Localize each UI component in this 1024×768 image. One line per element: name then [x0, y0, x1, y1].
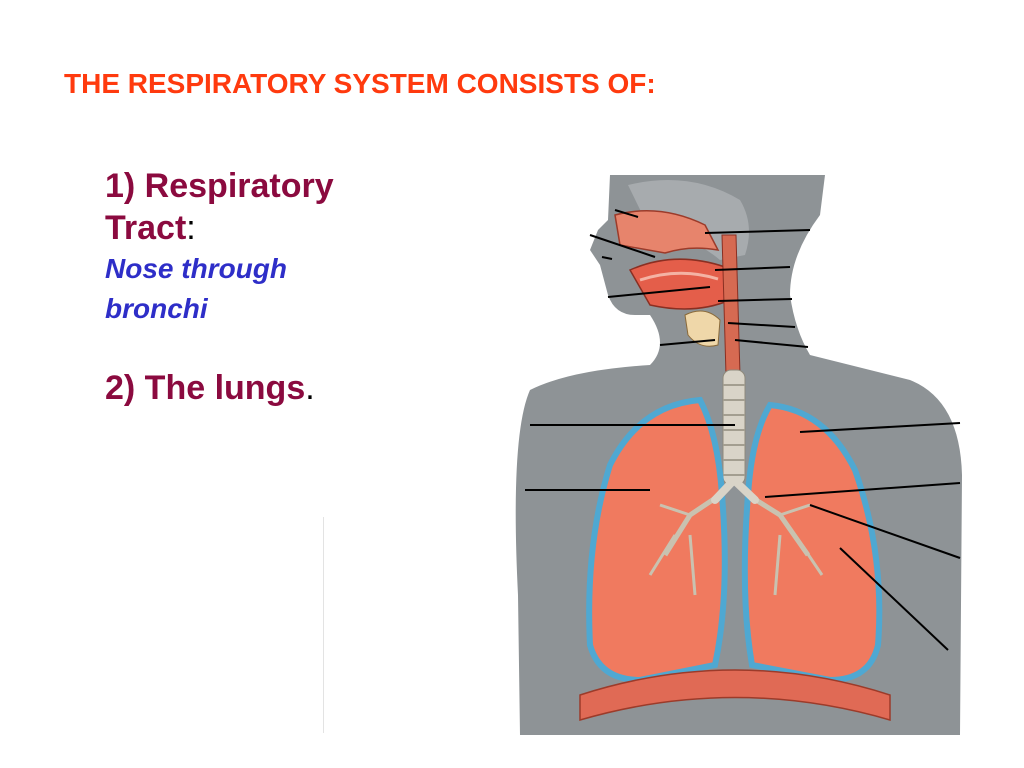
respiratory-system-illustration: [515, 175, 962, 735]
label-leader-lines: [525, 209, 961, 651]
item-respiratory-tract-colon: :: [186, 209, 196, 247]
item-respiratory-tract-line2: Tract: [105, 209, 187, 247]
content-list: 1) Respiratory Tract: Nose through bronc…: [105, 165, 405, 409]
item-respiratory-tract-line1: 1) Respiratory: [105, 167, 334, 205]
diaphragm: [579, 669, 891, 721]
trachea: [722, 369, 746, 486]
item-lungs-period: .: [305, 369, 315, 407]
item-respiratory-tract-heading: 1) Respiratory Tract:: [105, 165, 405, 249]
divider-line: [323, 517, 324, 733]
slide-title: THE RESPIRATORY SYSTEM CONSISTS OF:: [64, 68, 656, 99]
bronchi: [711, 476, 759, 504]
item-description-line1: Nose through: [105, 253, 287, 284]
item-description-line2: bronchi: [105, 293, 208, 324]
item-lungs-heading: 2) The lungs.: [105, 367, 405, 409]
item-lungs-text: 2) The lungs: [105, 369, 306, 407]
item-respiratory-tract-description: Nose through bronchi: [105, 249, 405, 329]
